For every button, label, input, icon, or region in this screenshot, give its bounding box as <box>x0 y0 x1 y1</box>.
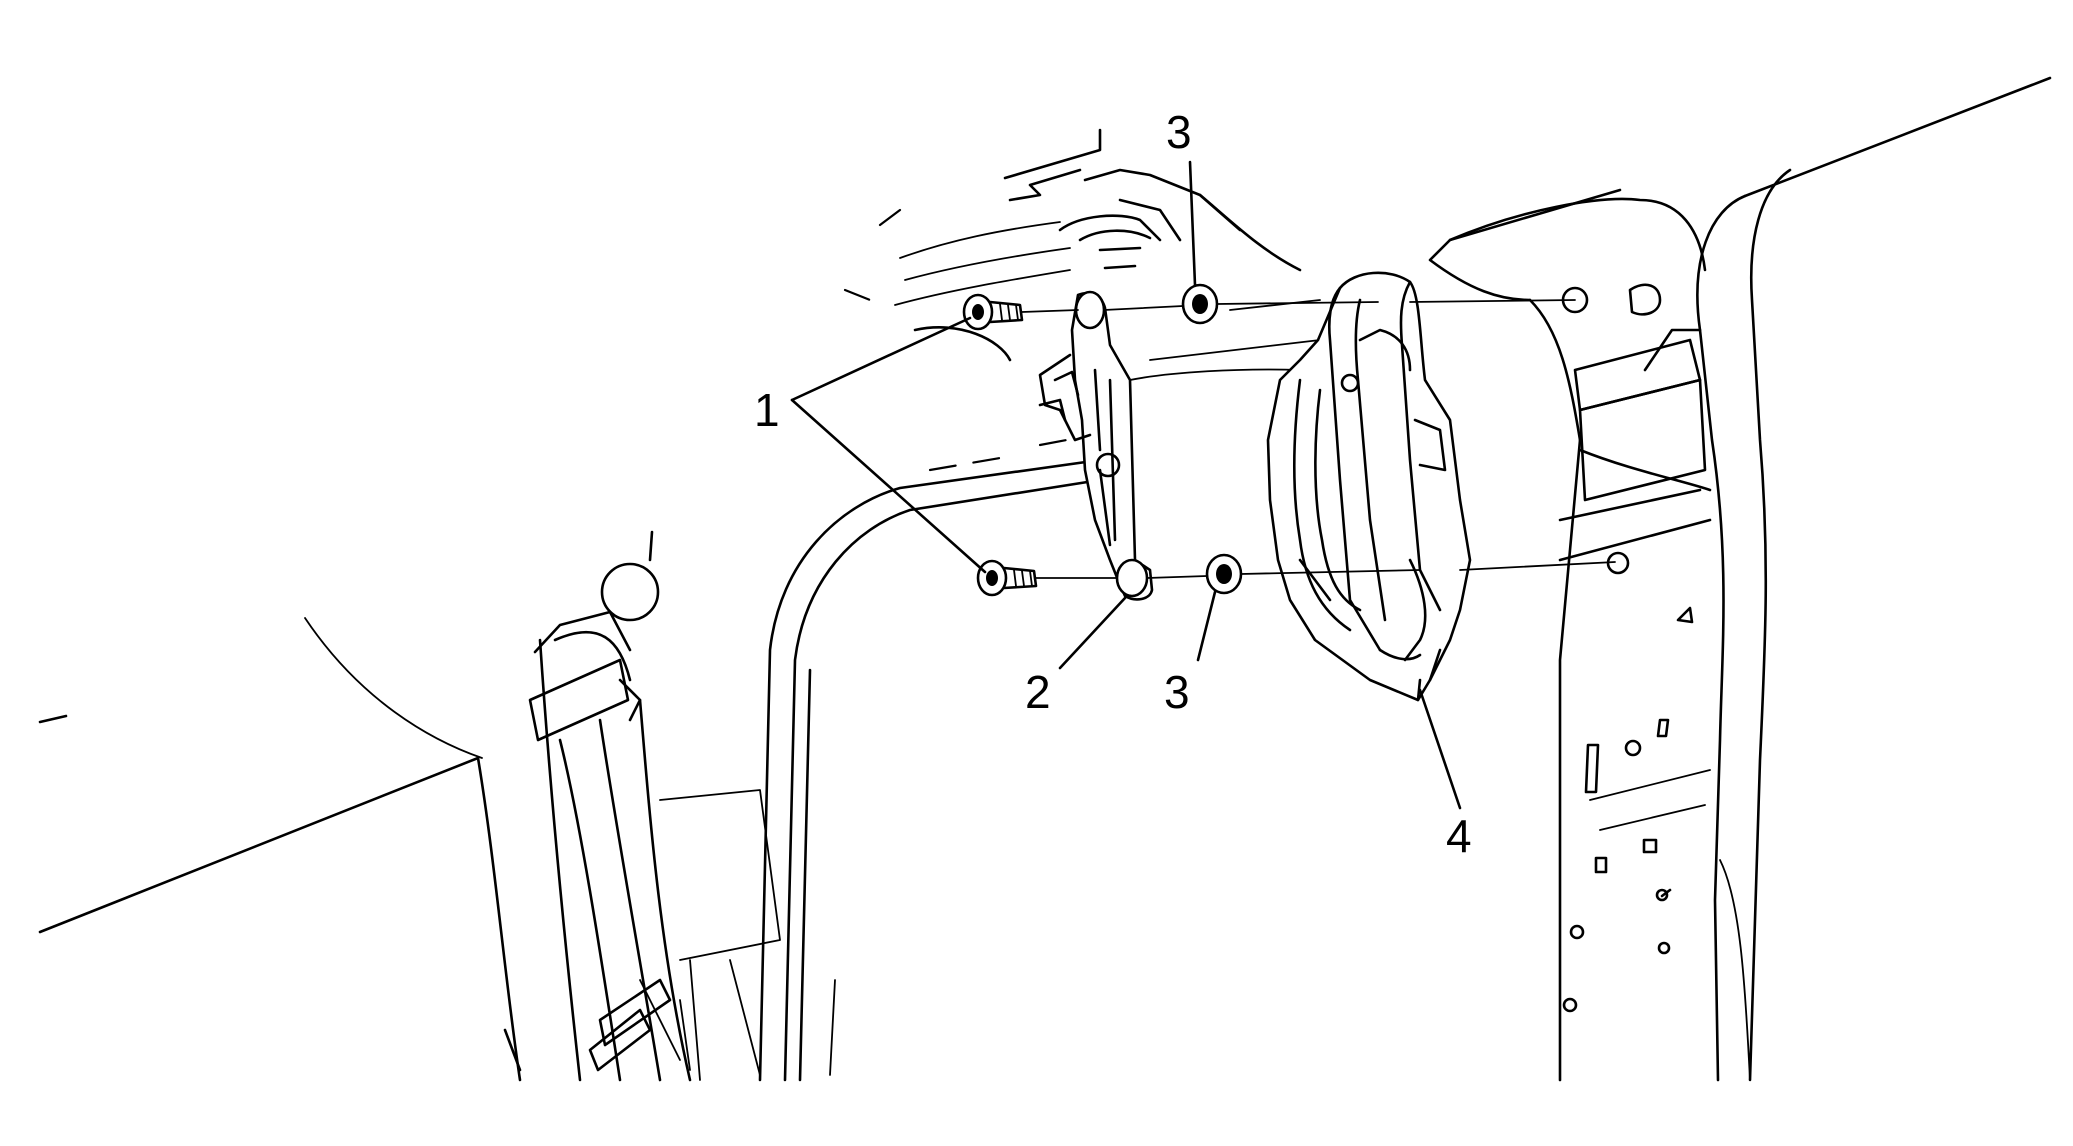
alignment-lines <box>1021 299 1616 579</box>
left-pillar-seatbelt <box>38 530 781 1082</box>
assist-grip-handle <box>1266 271 1472 702</box>
callout-4: 4 <box>1446 810 1472 862</box>
callout-2: 2 <box>1025 666 1051 718</box>
callout-labels: 1 2 3 3 4 <box>754 106 1472 862</box>
callout-3-top: 3 <box>1166 106 1192 158</box>
door-opening-outline <box>758 428 1122 1082</box>
bolt-icon-bottom <box>976 559 1038 597</box>
callout-3-bottom: 3 <box>1164 666 1190 718</box>
roof-rail-background <box>843 128 1321 381</box>
right-pillar <box>1428 76 2052 1082</box>
leader-lines <box>790 160 1462 810</box>
handle-bracket <box>1038 290 1154 601</box>
seatbelt-guide-icon <box>600 562 660 622</box>
spacer-washer-icon-top <box>1181 283 1219 325</box>
spacer-washer-icon-bottom <box>1205 553 1243 595</box>
callout-1: 1 <box>754 384 780 436</box>
bolt-icon-top <box>962 293 1024 331</box>
